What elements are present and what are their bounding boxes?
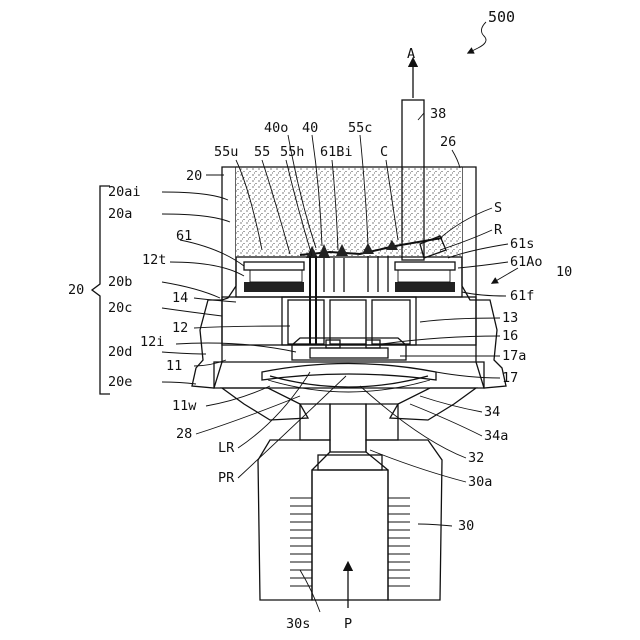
label-28: 28 xyxy=(176,426,192,442)
label-55h: 55h xyxy=(280,144,304,160)
label-12t: 12t xyxy=(142,252,166,268)
label-61: 61 xyxy=(176,228,192,244)
label-61f: 61f xyxy=(510,288,534,304)
label-P: P xyxy=(344,616,352,632)
label-17: 17 xyxy=(502,370,518,386)
label-14: 14 xyxy=(172,290,188,306)
label-R: R xyxy=(494,222,503,238)
label-13: 13 xyxy=(502,310,518,326)
label-16: 16 xyxy=(502,328,518,344)
label-55u: 55u xyxy=(214,144,238,160)
label-10: 10 xyxy=(556,264,572,280)
label-34: 34 xyxy=(484,404,500,420)
label-20b: 20b xyxy=(108,274,132,290)
label-11w: 11w xyxy=(172,398,197,414)
fitting-30 xyxy=(258,404,442,608)
figure-number: 500 xyxy=(488,8,515,26)
label-LR: LR xyxy=(218,440,235,456)
label-55: 55 xyxy=(254,144,270,160)
label-12: 12 xyxy=(172,320,188,336)
label-32: 32 xyxy=(468,450,484,466)
label-11: 11 xyxy=(166,358,182,374)
label-40o: 40o xyxy=(264,120,288,136)
label-61Bi: 61Bi xyxy=(320,144,353,160)
label-61s: 61s xyxy=(510,236,534,252)
label-61Ao: 61Ao xyxy=(510,254,543,270)
label-PR: PR xyxy=(218,470,235,486)
label-20d: 20d xyxy=(108,344,132,360)
label-30: 30 xyxy=(458,518,474,534)
label-S: S xyxy=(494,200,502,216)
label-38: 38 xyxy=(430,106,446,122)
label-12i: 12i xyxy=(140,334,164,350)
reference-labels: 500 A P 20 38 40o 40 55c 55u 55 55h 61Bi… xyxy=(68,8,572,632)
label-40: 40 xyxy=(302,120,318,136)
label-20e: 20e xyxy=(108,374,132,390)
label-20a: 20a xyxy=(108,206,132,222)
terminal-block-12 xyxy=(236,257,462,297)
label-20: 20 xyxy=(186,168,202,184)
potting-resin-26 xyxy=(236,167,462,257)
label-17a: 17a xyxy=(502,348,526,364)
label-55c: 55c xyxy=(348,120,372,136)
label-20ai: 20ai xyxy=(108,184,141,200)
label-A: A xyxy=(407,46,415,62)
label-20c: 20c xyxy=(108,300,132,316)
label-30a: 30a xyxy=(468,474,492,490)
label-26: 26 xyxy=(440,134,456,150)
label-C: C xyxy=(380,144,388,160)
label-30s: 30s xyxy=(286,616,310,632)
label-20-brace: 20 xyxy=(68,282,84,298)
label-34a: 34a xyxy=(484,428,508,444)
